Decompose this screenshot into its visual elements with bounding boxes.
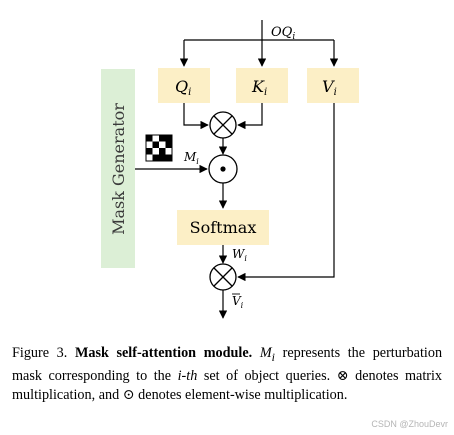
q-label: Qi [175, 77, 191, 98]
k-box [236, 68, 288, 103]
elementwise-operator [208, 154, 238, 184]
svg-text:Vi: Vi [232, 294, 244, 310]
matmul-operator-1 [209, 111, 237, 139]
q-to-matmul-line [183, 103, 209, 130]
v-to-matmul-line [237, 103, 335, 282]
v-label: Vi [322, 77, 337, 98]
watermark: CSDN @ZhouDevr [371, 419, 448, 429]
caption-text-4: denotes element-wise multiplication. [138, 386, 348, 403]
v-box [307, 68, 359, 103]
k-label: Ki [251, 77, 267, 98]
caption-text-2: set of object queries. [203, 367, 331, 384]
softmax-label: Softmax [190, 218, 257, 237]
caption-title: Mask self-attention module. [74, 345, 253, 361]
softmax-box [177, 210, 269, 245]
caption-matmul-symbol: ⊗ [336, 367, 349, 384]
input-label: OQi [271, 25, 295, 42]
caption-elementwise-symbol: ⊙ [122, 386, 135, 403]
mask-generator-label: Mask Generator [109, 103, 128, 235]
figure-number: Figure 3. [12, 345, 68, 361]
mask-pattern-icon [145, 134, 173, 162]
output-label: Vi [232, 293, 244, 310]
mask-generator-box [101, 69, 135, 268]
k-to-matmul-line [237, 103, 263, 130]
caption-text-1: represents the perturbation mask corresp… [12, 345, 443, 384]
q-box [158, 68, 210, 103]
mask-self-attention-diagram: OQi Qi Ki Vi Mask Generator [101, 20, 359, 319]
figure-caption: Figure 3. Mask self-attention module. Mi… [12, 344, 442, 405]
mask-label: Mi [183, 150, 199, 166]
caption-m-symbol: Mi [259, 345, 275, 364]
weights-label: Wi [232, 247, 247, 263]
matmul-operator-2 [209, 263, 237, 291]
caption-ith: i-th [177, 367, 198, 384]
caption-text-3: denotes matrix multiplication, and [12, 367, 443, 403]
